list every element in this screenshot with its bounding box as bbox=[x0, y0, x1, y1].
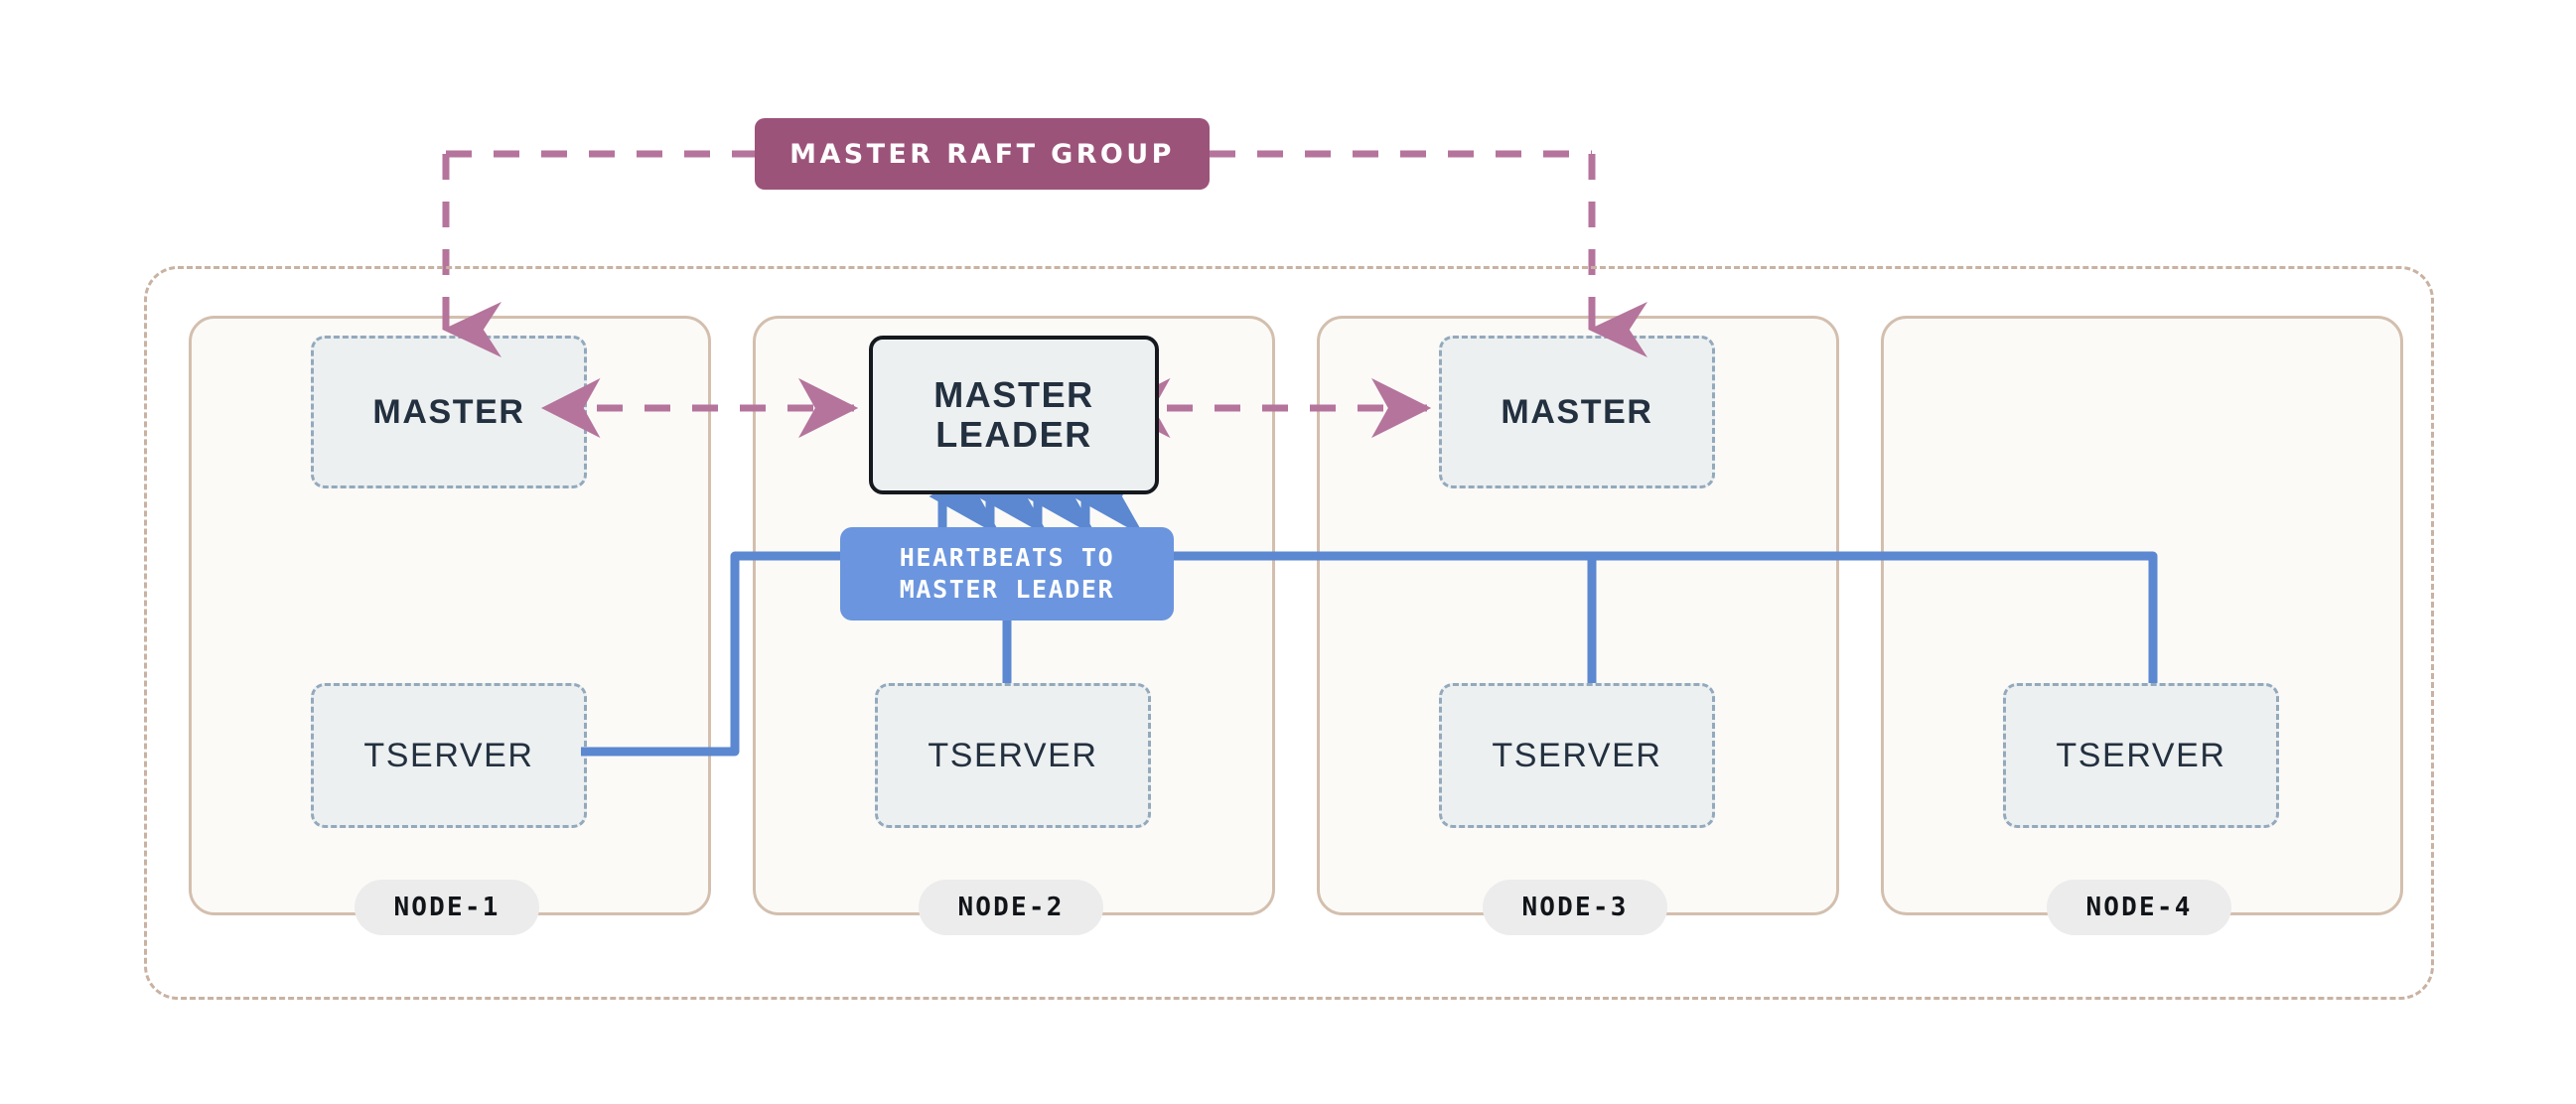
tserver-box-node-1[interactable]: TSERVER bbox=[311, 683, 587, 828]
node-label-node-4: NODE-4 bbox=[2047, 880, 2231, 935]
tserver-box-node-4[interactable]: TSERVER bbox=[2003, 683, 2279, 828]
heartbeats-line1: HEARTBEATS TO bbox=[899, 543, 1115, 572]
node-label-node-1: NODE-1 bbox=[355, 880, 539, 935]
node-label-node-2: NODE-2 bbox=[919, 880, 1103, 935]
master-leader-line1: MASTER bbox=[933, 373, 1094, 415]
heartbeats-line2: MASTER LEADER bbox=[899, 575, 1115, 604]
master-box-node-3[interactable]: MASTER bbox=[1439, 336, 1715, 488]
master-leader-box[interactable]: MASTER LEADER bbox=[869, 336, 1159, 494]
heartbeats-label[interactable]: HEARTBEATS TO MASTER LEADER bbox=[840, 527, 1174, 621]
cluster-boundary bbox=[144, 266, 2434, 1000]
tserver-box-node-2[interactable]: TSERVER bbox=[875, 683, 1151, 828]
node-label-node-3: NODE-3 bbox=[1483, 880, 1667, 935]
master-box-node-1[interactable]: MASTER bbox=[311, 336, 587, 488]
tserver-box-node-3[interactable]: TSERVER bbox=[1439, 683, 1715, 828]
master-raft-group-banner[interactable]: MASTER RAFT GROUP bbox=[755, 118, 1210, 190]
master-leader-line2: LEADER bbox=[935, 414, 1092, 455]
